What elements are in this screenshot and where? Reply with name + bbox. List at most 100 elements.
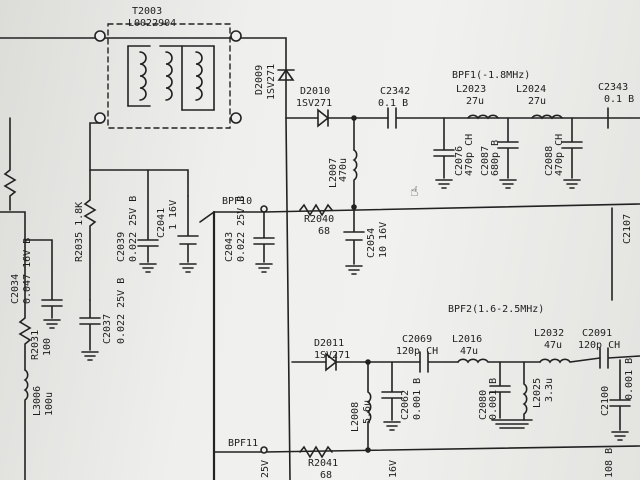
terminal — [260, 446, 268, 454]
wire — [285, 117, 291, 480]
label-c2069-val: 120p CH — [396, 346, 438, 357]
diode-d2010 — [285, 108, 389, 128]
label-r2041-val: 68 — [320, 470, 332, 480]
inductor-l2025 — [522, 361, 528, 421]
coil — [195, 51, 203, 101]
wire — [127, 45, 215, 111]
inductor-l2023 — [467, 114, 499, 120]
label-l2008: L2008 — [350, 402, 361, 432]
label-c2043: C2043 — [224, 232, 235, 262]
label-c2108-val: 108 B — [604, 448, 615, 478]
label-l2007-val: 470u — [338, 158, 349, 182]
resistor-r2040 — [299, 203, 333, 217]
label-l2032-val: 47u — [544, 340, 562, 351]
label-c2080: C2080 — [478, 390, 489, 420]
label-c2088-val: 470p CH — [554, 134, 565, 176]
terminal — [230, 30, 242, 42]
ground — [491, 419, 533, 429]
label-d2011-part: 1SV271 — [314, 350, 350, 361]
capacitor-c2091 — [599, 347, 640, 369]
label-l3006: L3006 — [32, 386, 43, 416]
label-d2009: D2009 — [254, 65, 265, 95]
label-c2043-val: 0.022 25V B — [236, 196, 247, 262]
label-c2044-val: 25V — [260, 460, 271, 478]
capacitor-c2342 — [387, 107, 640, 129]
label-c2039: C2039 — [116, 232, 127, 262]
coil — [139, 51, 147, 101]
capacitor-c2039 — [137, 169, 159, 263]
diode-d2009 — [277, 68, 295, 81]
capacitor-c2034 — [24, 239, 63, 319]
transformer-outline — [107, 23, 231, 129]
coil — [165, 51, 173, 101]
ground — [499, 179, 517, 189]
label-l0022904: L0022904 — [128, 18, 176, 29]
label-l2032: L2032 — [534, 328, 564, 339]
label-c2076-val: 470p CH — [464, 134, 475, 176]
ground — [43, 319, 61, 329]
wire — [181, 45, 215, 111]
ground — [611, 431, 629, 441]
wire — [89, 122, 189, 197]
label-t2003: T2003 — [132, 6, 162, 17]
wire — [199, 211, 215, 223]
capacitor-c2043 — [253, 211, 275, 263]
label-r2035: R2035 1.8K — [74, 202, 85, 262]
junction — [365, 447, 371, 453]
inductor-l2016 — [457, 358, 541, 364]
wire — [213, 203, 640, 213]
resistor-r2035 — [83, 199, 97, 301]
label-l2016-val: 47u — [460, 346, 478, 357]
label-r2041: R2041 — [308, 458, 338, 469]
ground — [563, 179, 581, 189]
label-l2016: L2016 — [452, 334, 482, 345]
label-c2342: C2342 — [380, 86, 410, 97]
label-r2040: R2040 — [304, 214, 334, 225]
inductor-l2008 — [366, 361, 372, 453]
inductor-l2007 — [352, 149, 358, 207]
capacitor-c2062 — [381, 361, 403, 421]
label-c2034-val: 0.047 16V B — [22, 238, 33, 304]
capacitor-c2080 — [489, 361, 511, 419]
label-d2010: D2010 — [300, 86, 330, 97]
capacitor-c2037 — [79, 299, 101, 351]
ground — [139, 263, 157, 273]
label-c2087: C2087 — [480, 146, 491, 176]
label-l2025: L2025 — [532, 378, 543, 408]
label-l2008-val: 5.6u — [362, 400, 373, 424]
capacitor-c2054 — [343, 206, 365, 265]
capacitor-c2041 — [177, 195, 199, 263]
label-d2011: D2011 — [314, 338, 344, 349]
capacitor-c2088 — [561, 117, 583, 179]
resistor-r2031 — [0, 211, 32, 371]
label-c2100: C2100 — [600, 386, 611, 416]
resistor — [3, 117, 17, 211]
label-c2091: C2091 — [582, 328, 612, 339]
label-c2069: C2069 — [402, 334, 432, 345]
terminal — [260, 205, 268, 213]
ground — [81, 351, 99, 361]
diode-d2011 — [291, 352, 421, 372]
capacitor-c2069 — [419, 351, 459, 373]
label-l2024: L2024 — [516, 84, 546, 95]
label-c2039-val: 0.022 25V B — [128, 196, 139, 262]
label-c2100-val: 0.001 B — [624, 358, 635, 400]
terminal — [94, 112, 106, 124]
label-c2076: C2076 — [454, 146, 465, 176]
inductor-l2024 — [531, 114, 563, 120]
label-c2342-val: 0.1 B — [378, 98, 408, 109]
capacitor-c2100 — [609, 359, 631, 431]
label-r2040-val: 68 — [318, 226, 330, 237]
capacitor-c2087 — [497, 117, 519, 179]
inductor-l3006 — [23, 369, 29, 480]
label-c2041: C2041 — [156, 208, 167, 238]
label-c2062-val: 0.001 B — [412, 378, 423, 420]
label-c2343: C2343 — [598, 82, 628, 93]
label-bpf11: BPF11 — [228, 438, 258, 449]
label-bpf10: BPF10 — [222, 196, 252, 207]
label-l2007: L2007 — [328, 158, 339, 188]
ground — [435, 179, 453, 189]
ground — [179, 263, 197, 273]
label-l3006-val: 100u — [44, 392, 55, 416]
